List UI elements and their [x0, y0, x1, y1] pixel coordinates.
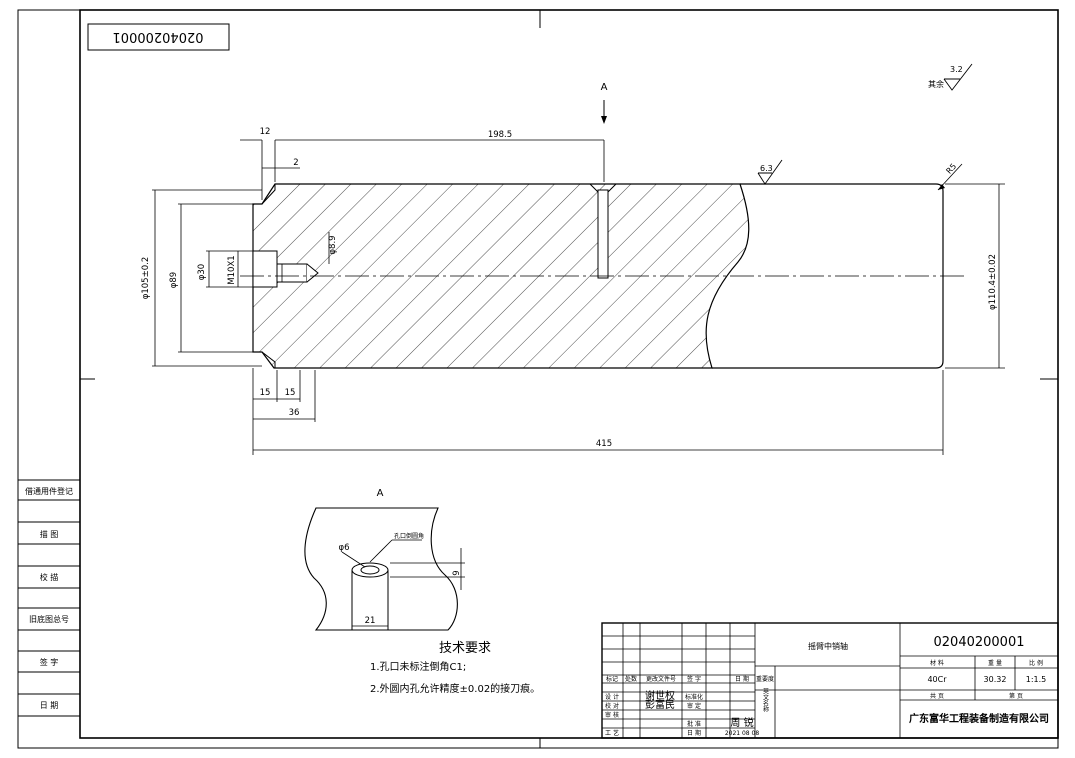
- dim-12: 12: [260, 127, 271, 137]
- drill-point: [306, 263, 319, 283]
- notes-line-2: 2.外圆内孔允许精度±0.02的接刀痕。: [370, 682, 540, 695]
- dim-d105: φ105±0.2: [141, 257, 151, 299]
- role-check: 校 对: [605, 702, 619, 710]
- rev-header-date: 日 期: [735, 675, 749, 683]
- radius-label: R5: [944, 162, 958, 176]
- dimension-right: [945, 183, 1005, 369]
- sheet-label: 第 页: [1009, 692, 1023, 700]
- importance-label: 重要度: [756, 675, 774, 683]
- role-process: 工 艺: [605, 729, 619, 737]
- mirrored-drawing-number: 02040200001: [113, 29, 204, 44]
- scale-value: 1:1.5: [1026, 675, 1047, 684]
- left-panel-item-4: 旧底图总号: [29, 614, 69, 624]
- dim-36: 36: [289, 408, 300, 418]
- chamfer-top: [261, 184, 276, 205]
- weight-value: 30.32: [984, 675, 1007, 684]
- pin-hole-inner: [360, 565, 380, 575]
- designer-name: 谢世权: [645, 689, 675, 702]
- approval-date: 2021 08 08: [725, 730, 760, 737]
- weight-label: 重 量: [988, 659, 1002, 667]
- english-name-label: 英文名称: [762, 687, 769, 713]
- hole-note: 孔口倒圆角: [394, 532, 424, 540]
- left-panel-item-1: 借通用件登记: [25, 486, 73, 496]
- left-panel-item-5: 签 字: [40, 657, 59, 667]
- rev-header-sign: 签 字: [687, 675, 701, 683]
- left-panel-item-3: 校 描: [40, 572, 59, 582]
- dim-d8-9: φ8.9: [328, 235, 338, 254]
- role-design: 设 计: [605, 693, 619, 701]
- roughness-global-prefix: 其余: [928, 79, 944, 89]
- roughness-global-icon: [943, 63, 973, 91]
- roughness-surface-value: 6.3: [760, 164, 773, 173]
- notes-line-1: 1.孔口未标注倒角C1;: [370, 660, 466, 673]
- title-drawing-number: 02040200001: [934, 635, 1025, 650]
- inner-border: [79, 9, 1059, 739]
- dim-415: 415: [596, 439, 612, 449]
- title-block: 标记 处数 更改文件号 签 字 日 期 设 计 校 对 审 核 工 艺 谢世权 …: [601, 622, 1059, 739]
- radial-pin-hole: [597, 189, 609, 279]
- chamfer-bottom: [261, 351, 276, 368]
- section-dims: [341, 539, 465, 627]
- dimension-bottom: [252, 368, 944, 455]
- m10-thread-bore: [252, 250, 278, 288]
- sheets-label: 共 页: [930, 692, 944, 700]
- rev-header-file: 更改文件号: [646, 675, 676, 683]
- role-date: 日 期: [687, 729, 701, 737]
- role-review: 审 核: [605, 711, 619, 719]
- roughness-global-value: 3.2: [950, 65, 963, 74]
- section-marker-a: A: [601, 82, 608, 93]
- view-label-a: A: [377, 488, 384, 499]
- dim-d89: φ89: [169, 272, 179, 288]
- role-approve-final: 审 定: [687, 702, 701, 710]
- approver-name: 周 锐: [730, 716, 753, 729]
- role-approve: 批 准: [687, 720, 701, 728]
- section-arrow-icon: [601, 116, 607, 124]
- part-name: 摇臂中销轴: [808, 641, 848, 651]
- dim-21: 21: [365, 616, 376, 626]
- scale-label: 比 例: [1029, 659, 1043, 667]
- rev-header-mark: 标记: [606, 675, 618, 683]
- drawing-number-box: [87, 23, 230, 51]
- material-value: 40Cr: [927, 675, 947, 684]
- dim-198-5: 198.5: [488, 130, 512, 140]
- notes-title: 技术要求: [439, 641, 491, 656]
- rev-header-count: 处数: [625, 675, 637, 683]
- dim-15b: 15: [285, 388, 296, 398]
- company-name: 广东富华工程装备制造有限公司: [909, 712, 1049, 725]
- dimension-left: [152, 189, 330, 367]
- outer-border: [17, 9, 1059, 749]
- dim-m10: M10X1: [227, 255, 237, 284]
- center-drill-hole: [276, 263, 308, 283]
- left-panel-item-2: 描 图: [40, 529, 59, 539]
- left-panel-grid: [18, 479, 80, 717]
- dim-15a: 15: [260, 388, 271, 398]
- dim-d110: φ110.4±0.02: [988, 254, 998, 310]
- dim-d6: φ6: [338, 543, 349, 553]
- pin-hole-outer: [351, 562, 389, 578]
- role-standard: 标准化: [685, 693, 703, 701]
- dim-9: 9: [452, 570, 462, 575]
- material-label: 材 料: [930, 659, 944, 667]
- dim-d30: φ30: [197, 264, 207, 280]
- shaft-main-view: [240, 183, 965, 369]
- roughness-surface-icon: [757, 159, 783, 185]
- section-view-outline: [304, 507, 458, 631]
- left-panel-item-6: 日 期: [40, 701, 59, 710]
- dim-2: 2: [293, 158, 298, 168]
- checker-name: 彭富民: [645, 698, 675, 711]
